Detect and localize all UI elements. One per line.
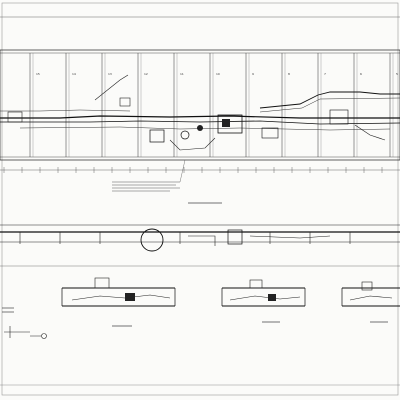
detail-view-1 <box>61 277 176 327</box>
elev-hangers <box>19 232 351 244</box>
plan-view: 15 14 13 12 11 10 9 8 7 6 5 <box>0 49 400 204</box>
grid-label: 13 <box>108 72 112 76</box>
tertiary-pipe-run <box>19 126 391 131</box>
grid-label: 7 <box>324 72 326 76</box>
frame-members: 15 14 13 12 11 10 9 8 7 6 5 <box>29 53 398 157</box>
grid-label: 12 <box>144 72 148 76</box>
elev-branch <box>188 235 216 246</box>
grid-label: 14 <box>72 72 76 76</box>
plan-outline <box>0 49 400 161</box>
elev-valve-box <box>227 229 243 245</box>
callout-note <box>112 159 186 192</box>
diagonal-pipe <box>94 74 129 101</box>
equipment-cluster-center <box>7 97 386 151</box>
dimension-ticks <box>3 167 383 173</box>
fitting-sketch <box>2 307 47 339</box>
grid-label: 5 <box>396 72 398 76</box>
detail-views <box>2 277 400 339</box>
grid-label: 11 <box>180 72 184 76</box>
secondary-pipe-run <box>0 120 400 125</box>
elevation-view <box>0 224 400 267</box>
grid-label: 10 <box>216 72 220 76</box>
upper-pipe-run <box>0 109 131 112</box>
pipe-riser-right <box>259 91 400 109</box>
grid-label: 9 <box>252 72 254 76</box>
main-pipe-run <box>0 115 400 119</box>
pipe-riser-right-2 <box>259 97 400 113</box>
detail-view-3 <box>341 281 400 323</box>
grid-label: 8 <box>288 72 290 76</box>
grid-label: 6 <box>360 72 362 76</box>
elev-branch-2 <box>249 235 331 239</box>
detail-view-2 <box>221 279 306 323</box>
grid-label: 15 <box>36 72 40 76</box>
elev-tank <box>140 228 164 252</box>
